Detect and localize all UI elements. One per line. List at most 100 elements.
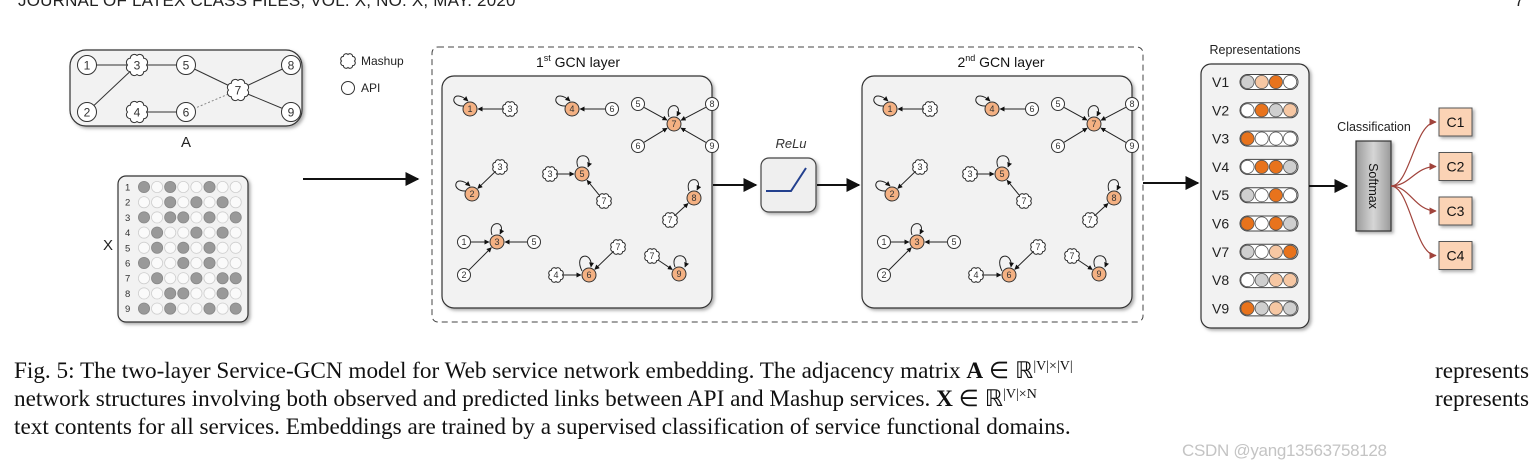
vector-cell — [1268, 301, 1283, 316]
matrix-cell-empty — [203, 226, 216, 239]
class-C1: C1 — [1390, 107, 1473, 187]
matrix-row-1: 1 — [125, 180, 242, 194]
node-7: 7 — [1030, 239, 1046, 255]
matrix-cell-empty — [216, 302, 229, 315]
message-edge — [897, 171, 916, 189]
message-edge — [1094, 203, 1109, 216]
node-label: 3 — [547, 169, 552, 179]
matrix-cell-empty — [177, 272, 190, 285]
vector-cell — [1240, 159, 1255, 174]
legend-api-label: API — [361, 81, 380, 95]
vector-cell — [1240, 216, 1255, 231]
matrix-cell-empty — [190, 241, 203, 254]
node-9: 9 — [705, 139, 719, 153]
message-edge — [1006, 179, 1020, 196]
matrix-cell-filled — [164, 302, 177, 315]
self-loop-edge — [490, 223, 505, 236]
matrix-cell-empty — [229, 256, 242, 269]
node-label: 6 — [1029, 104, 1034, 114]
class-arrow — [1390, 185, 1437, 260]
vector-label: V1 — [1212, 74, 1229, 90]
matrix-row-label: 3 — [125, 213, 130, 224]
node-label: 5 — [999, 169, 1004, 179]
matrix-row-label: 4 — [125, 228, 130, 239]
node-6: 6 — [605, 102, 619, 116]
self-loop-edge — [673, 255, 689, 268]
matrix-cell-filled — [137, 256, 150, 269]
matrix-cell-filled — [203, 180, 216, 193]
node-label: 7 — [1091, 119, 1096, 129]
node-label: 3 — [507, 104, 512, 114]
matrix-cell-filled — [151, 226, 164, 239]
vector-cell — [1240, 75, 1255, 90]
vector-cell — [1254, 244, 1269, 259]
vector-cell — [1254, 301, 1269, 316]
matrix-cell-filled — [216, 287, 229, 300]
class-label: C3 — [1447, 203, 1465, 219]
matrix-row-8: 8 — [125, 287, 242, 300]
node-label: 1 — [887, 104, 892, 114]
self-loop-edge — [910, 223, 925, 236]
node-label: 3 — [134, 58, 141, 72]
caption-line-2: network structures involving both observ… — [14, 386, 1529, 412]
vector-cell — [1240, 103, 1255, 118]
matrix-cell-empty — [190, 256, 203, 269]
message-edge — [1077, 259, 1093, 270]
matrix-row-3: 3 — [125, 211, 242, 224]
message-edge — [468, 247, 492, 271]
node-1: 1 — [877, 235, 891, 249]
matrix-row-label: 8 — [125, 289, 130, 300]
node-label: 6 — [635, 141, 640, 151]
representation-row-V5: V5 — [1212, 187, 1299, 204]
matrix-cell-filled — [190, 196, 203, 209]
matrix-cell-filled — [216, 272, 229, 285]
page-number: 7 — [1514, 0, 1524, 10]
vector-cell — [1240, 301, 1255, 316]
message-edge — [1100, 127, 1127, 143]
node-label: 3 — [917, 162, 922, 172]
vector-cell — [1254, 188, 1269, 203]
matrix-cell-filled — [151, 241, 164, 254]
matrix-cell-filled — [137, 211, 150, 224]
matrix-cell-filled — [137, 302, 150, 315]
matrix-row-label: 9 — [125, 304, 130, 315]
self-loop-edge — [1107, 179, 1122, 192]
representation-row-V4: V4 — [1212, 158, 1299, 175]
message-edge — [1014, 251, 1034, 270]
matrix-cell-filled — [164, 180, 177, 193]
node-2: 2 — [884, 186, 900, 202]
node-7: 7 — [226, 78, 250, 102]
node-label: 8 — [709, 99, 714, 109]
self-loop-edge — [453, 95, 469, 107]
message-edge — [1063, 127, 1088, 143]
matrix-cell-empty — [190, 180, 203, 193]
vector-cell — [1283, 103, 1298, 118]
matrix-cell-empty — [203, 272, 216, 285]
node-6: 6 — [581, 267, 597, 283]
matrix-cell-empty — [164, 241, 177, 254]
node-label: 5 — [531, 237, 536, 247]
vector-cell — [1268, 103, 1283, 118]
vector-cell — [1254, 131, 1269, 146]
node-label: 5 — [183, 58, 190, 72]
node-label: 7 — [649, 251, 654, 261]
self-loop-edge — [687, 179, 702, 192]
class-arrow — [1390, 118, 1437, 187]
layer1-panel — [441, 75, 713, 309]
node-1: 1 — [882, 101, 898, 117]
representations-title: Representations — [1209, 43, 1300, 57]
matrix-cell-filled — [164, 211, 177, 224]
node-8: 8 — [281, 55, 301, 75]
layer2-neighborhood-5: 375 — [962, 155, 1032, 209]
vector-cell — [1283, 188, 1298, 203]
relu-box — [760, 157, 817, 213]
node-label: 4 — [989, 104, 994, 114]
caption-line-1: Fig. 5: The two-layer Service-GCN model … — [14, 358, 1529, 384]
matrix-cell-empty — [203, 287, 216, 300]
node-3: 3 — [912, 159, 928, 175]
node-3: 3 — [489, 234, 505, 250]
vector-label: V7 — [1212, 244, 1229, 260]
